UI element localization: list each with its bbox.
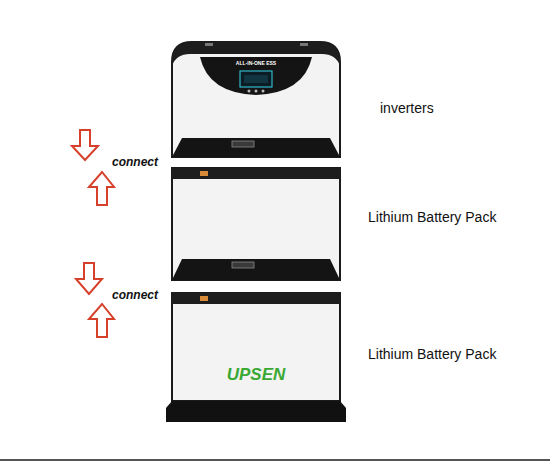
- unit-label: Lithium Battery Pack: [368, 347, 496, 362]
- battery-box: UPSENLithium Battery Pack: [172, 293, 340, 422]
- battery-unit: [172, 168, 340, 280]
- connect-arrows: [72, 130, 114, 337]
- inverter-box: ALL-IN-ONE ESSinverters: [172, 42, 340, 157]
- unit-label: inverters: [380, 101, 434, 116]
- brand-logo: UPSEN: [227, 366, 286, 385]
- unit-label: Lithium Battery Pack: [368, 210, 496, 225]
- connect-label: connect: [112, 289, 158, 302]
- battery-unit: [166, 293, 346, 422]
- inverter-unit: [172, 42, 340, 157]
- connect-label: connect: [112, 156, 158, 169]
- battery-box: Lithium Battery Pack: [172, 168, 340, 280]
- bottom-rule: [0, 459, 550, 461]
- screen-text: ALL-IN-ONE ESS: [236, 61, 276, 67]
